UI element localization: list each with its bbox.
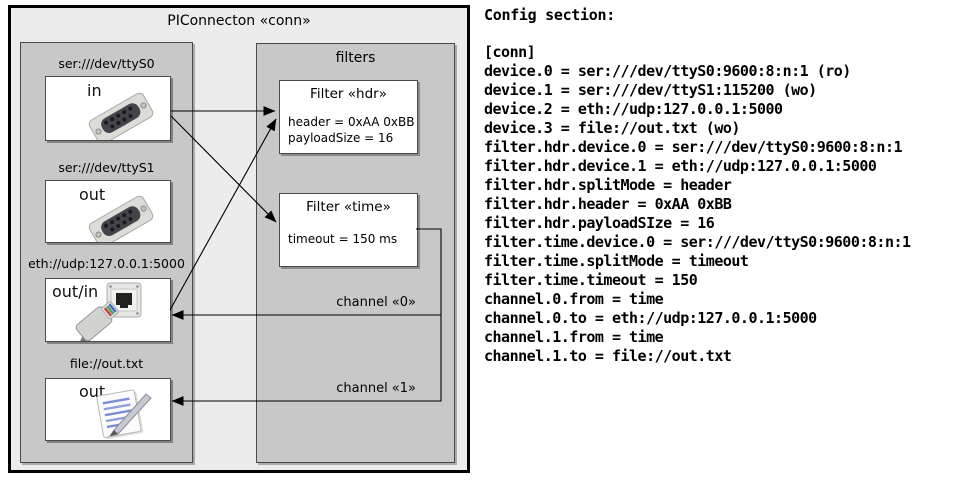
config-line: [conn] bbox=[484, 43, 536, 61]
device-eth-direction: out/in bbox=[52, 282, 99, 301]
filter-hdr-prop-header: header = 0xAA 0xBB bbox=[288, 115, 415, 129]
config-line: device.0 = ser:///dev/ttyS0:9600:8:n:1 (… bbox=[484, 62, 851, 80]
device-eth-url: eth://udp:127.0.0.1:5000 bbox=[28, 256, 185, 271]
devices-group: ser:///dev/ttyS0 in ser:///dev/ttyS1 bbox=[20, 42, 193, 463]
config-line: filter.hdr.header = 0xAA 0xBB bbox=[484, 195, 732, 213]
config-line: device.1 = ser:///dev/ttyS1:115200 (wo) bbox=[484, 81, 817, 99]
ethernet-cable-photo bbox=[75, 301, 119, 341]
config-line: filter.hdr.device.0 = ser:///dev/ttyS0:9… bbox=[484, 138, 903, 156]
filter-hdr-prop-payloadsize: payloadSize = 16 bbox=[288, 131, 394, 145]
filter-hdr-box: Filter «hdr» header = 0xAA 0xBB payloadS… bbox=[279, 80, 418, 154]
notepad-icon bbox=[96, 389, 152, 439]
config-line: filter.time.splitMode = timeout bbox=[484, 252, 749, 270]
config-line: filter.time.device.0 = ser:///dev/ttyS0:… bbox=[484, 233, 911, 251]
filters-group-title: filters bbox=[335, 50, 376, 66]
config-line: filter.hdr.payloadSIze = 16 bbox=[484, 214, 715, 232]
device-ser1-direction: out bbox=[79, 185, 106, 204]
device-file-url: file://out.txt bbox=[69, 356, 144, 371]
config-lines: [conn] device.0 = ser:///dev/ttyS0:9600:… bbox=[484, 43, 962, 366]
device-file-box: out bbox=[45, 378, 171, 441]
config-line: device.3 = file://out.txt (wo) bbox=[484, 119, 740, 137]
device-ser0-direction: in bbox=[87, 81, 102, 100]
serial-port-photo bbox=[88, 195, 154, 242]
config-panel: Config section: [conn] device.0 = ser://… bbox=[484, 7, 962, 366]
filter-time-box: Filter «time» timeout = 150 ms bbox=[279, 193, 418, 267]
device-ser1-url: ser:///dev/ttyS1 bbox=[58, 160, 155, 175]
device-eth-box: out/in bbox=[45, 278, 171, 342]
config-line: filter.hdr.splitMode = header bbox=[484, 176, 732, 194]
device-ser1-box: out bbox=[45, 180, 171, 243]
config-line: filter.hdr.device.1 = eth://udp:127.0.0.… bbox=[484, 157, 877, 175]
device-ser0-box: in bbox=[45, 76, 171, 141]
config-line: channel.0.from = time bbox=[484, 290, 664, 308]
config-heading: Config section: bbox=[484, 6, 615, 24]
channel-0-label: channel «0» bbox=[336, 295, 416, 310]
filter-hdr-title: Filter «hdr» bbox=[310, 86, 387, 102]
filter-time-prop-timeout: timeout = 150 ms bbox=[288, 232, 398, 246]
filter-time-title: Filter «time» bbox=[306, 199, 391, 215]
config-line: channel.1.from = time bbox=[484, 328, 664, 346]
channel-1-label: channel «1» bbox=[336, 381, 416, 396]
config-line: channel.0.to = eth://udp:127.0.0.1:5000 bbox=[484, 309, 817, 327]
config-line: filter.time.timeout = 150 bbox=[484, 271, 698, 289]
serial-port-photo bbox=[88, 92, 154, 140]
diagram-title: PIConnecton «conn» bbox=[167, 13, 311, 29]
filters-group: filters Filter «hdr» header = 0xAA 0xBB … bbox=[256, 43, 455, 463]
device-ser0-url: ser:///dev/ttyS0 bbox=[58, 56, 155, 71]
config-line: channel.1.to = file://out.txt bbox=[484, 347, 732, 365]
config-line: device.2 = eth://udp:127.0.0.1:5000 bbox=[484, 100, 783, 118]
